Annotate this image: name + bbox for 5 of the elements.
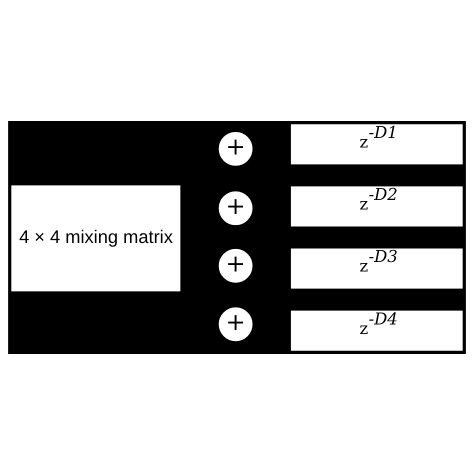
node-circle: + (218, 190, 253, 225)
node-circle: + (218, 306, 253, 341)
node-box: 4 × 4 mixing matrix (11, 184, 180, 291)
node-circle: + (218, 248, 253, 282)
node-circle: + (218, 131, 253, 166)
